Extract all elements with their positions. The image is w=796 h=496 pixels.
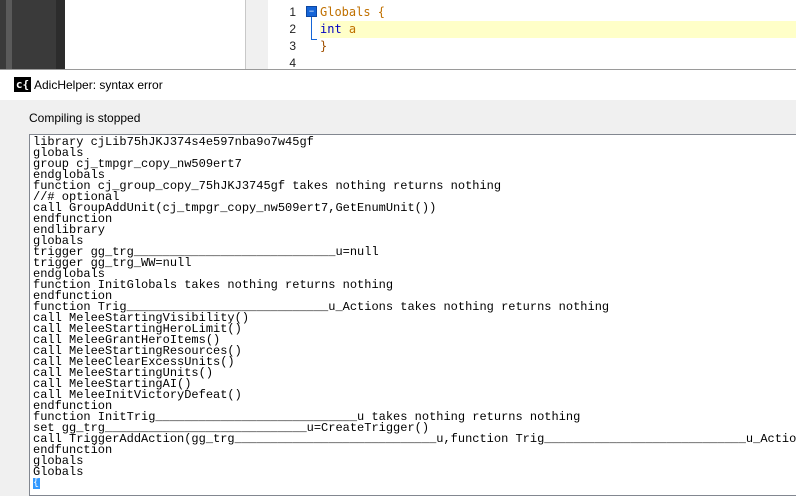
panel-divider (56, 0, 65, 70)
line-number: 4 (289, 56, 296, 70)
log-line: globals (33, 234, 84, 248)
log-line: endfunction (33, 443, 113, 457)
log-line: endfunction (33, 212, 113, 226)
line-number: 2 (289, 22, 296, 36)
log-line: //# optional (33, 190, 120, 204)
log-line: endlibrary (33, 223, 106, 237)
log-line: endglobals (33, 267, 106, 281)
fold-guide-end (311, 39, 317, 40)
log-line: function cj_group_copy_75hJKJ3745gf take… (33, 179, 502, 193)
code-line[interactable]: Globals { (320, 4, 796, 21)
code-editor[interactable]: 1 2 3 4 − Globals { int a } (268, 0, 796, 70)
dialog-titlebar[interactable]: c{ AdicHelper: syntax error (0, 70, 796, 100)
code-text: a (341, 22, 357, 36)
log-line: function InitGlobals takes nothing retur… (33, 278, 394, 292)
log-line: group cj_tmpgr_copy_nw509ert7 (33, 157, 242, 171)
log-line: call MeleeStartingUnits() (33, 366, 214, 380)
text-caret: { (33, 478, 40, 489)
log-line: function Trig___________________________… (33, 300, 610, 314)
log-line: trigger gg_trg__________________________… (33, 245, 379, 259)
log-line: set gg_trg____________________________u=… (33, 421, 430, 435)
log-line: call MeleeInitVictoryDefeat() (33, 388, 242, 402)
log-line: call GroupAddUnit(cj_tmpgr_copy_nw509ert… (33, 201, 437, 215)
status-label: Compiling is stopped (29, 111, 141, 125)
dialog-title: AdicHelper: syntax error (34, 78, 163, 92)
log-line: Globals (33, 465, 84, 479)
log-line: call MeleeStartingHeroLimit() (33, 322, 242, 336)
syntax-error-dialog: c{ AdicHelper: syntax error Compiling is… (0, 69, 796, 496)
log-line: call MeleeStartingAI() (33, 377, 192, 391)
panel-stripe (6, 0, 12, 70)
line-number: 1 (289, 5, 296, 19)
line-number: 3 (289, 39, 296, 53)
log-line: call MeleeStartingResources() (33, 344, 242, 358)
log-line: trigger gg_trg_WW=null (33, 256, 192, 270)
background-window-panel (0, 0, 65, 70)
log-line: call TriggerAddAction(gg_trg____________… (33, 432, 796, 446)
code-keyword: int (320, 22, 342, 36)
log-line: globals (33, 454, 84, 468)
code-line-highlighted[interactable]: int a (320, 21, 796, 38)
log-line: call MeleeClearExcessUnits() (33, 355, 235, 369)
log-line: endglobals (33, 168, 106, 182)
code-text: Globals { (320, 5, 386, 19)
fold-collapse-icon[interactable]: − (306, 6, 317, 17)
log-line: function InitTrig_______________________… (33, 410, 581, 424)
log-line: globals (33, 146, 84, 160)
editor-splitter[interactable] (245, 0, 268, 70)
app-icon: c{ (14, 77, 31, 92)
log-line: call MeleeGrantHeroItems() (33, 333, 221, 347)
background-blank-panel (65, 0, 245, 70)
log-line-caret: { (33, 478, 796, 489)
log-line: endfunction (33, 289, 113, 303)
code-text: } (320, 39, 328, 53)
log-line: library cjLib75hJKJ374s4e597nba9o7w45gf (33, 135, 314, 149)
log-line: endfunction (33, 399, 113, 413)
code-line[interactable]: } (320, 38, 796, 55)
log-line: call MeleeStartingVisibility() (33, 311, 250, 325)
fold-guide-line (311, 17, 312, 39)
